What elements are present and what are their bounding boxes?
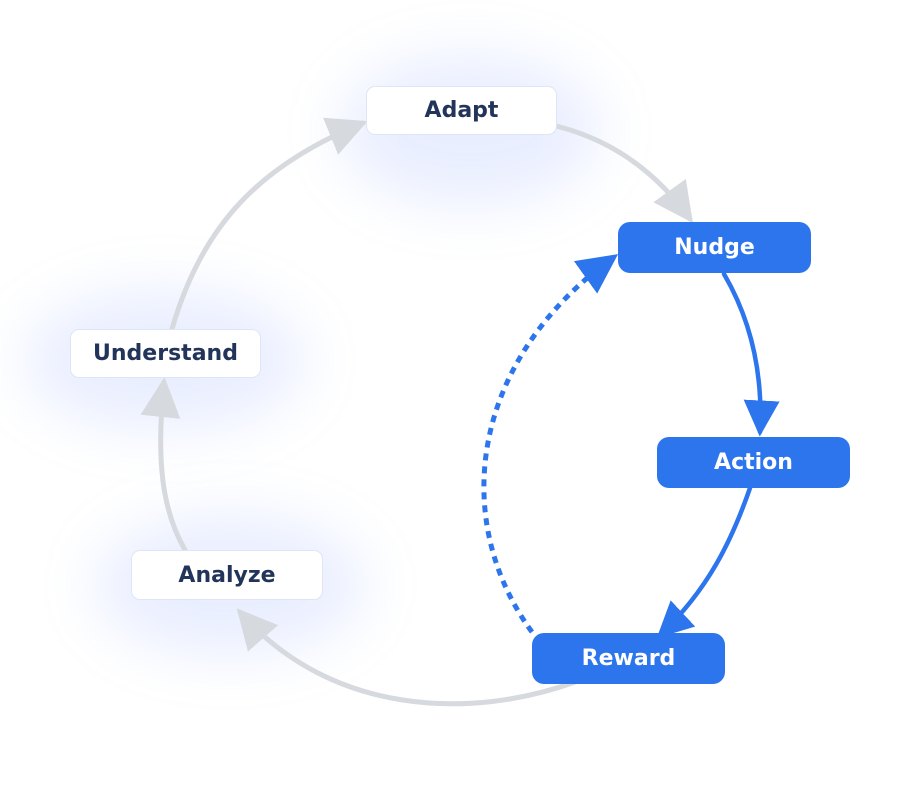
arrow-action-to-reward — [656, 485, 753, 639]
reward-node-label: Reward — [581, 646, 676, 671]
nudge-node[interactable]: Nudge — [618, 222, 811, 273]
understand-node[interactable]: Understand — [70, 329, 261, 378]
feedback-arrow-reward-to-nudge — [481, 254, 619, 634]
reward-node[interactable]: Reward — [532, 633, 725, 684]
arrow-adapt-to-nudge — [553, 123, 693, 224]
nudge-node-label: Nudge — [674, 235, 755, 260]
analyze-node-label: Analyze — [178, 562, 276, 588]
action-node[interactable]: Action — [657, 437, 850, 488]
adapt-node-label: Adapt — [424, 98, 499, 123]
adapt-node[interactable]: Adapt — [366, 86, 557, 135]
analyze-node[interactable]: Analyze — [131, 550, 323, 600]
arrow-analyze-to-understand — [140, 377, 188, 553]
arrow-reward-to-analyze — [236, 608, 578, 707]
understand-node-label: Understand — [93, 341, 238, 366]
arrow-nudge-to-action — [721, 271, 780, 437]
action-node-label: Action — [714, 450, 793, 475]
arrow-understand-to-adapt — [169, 117, 368, 332]
